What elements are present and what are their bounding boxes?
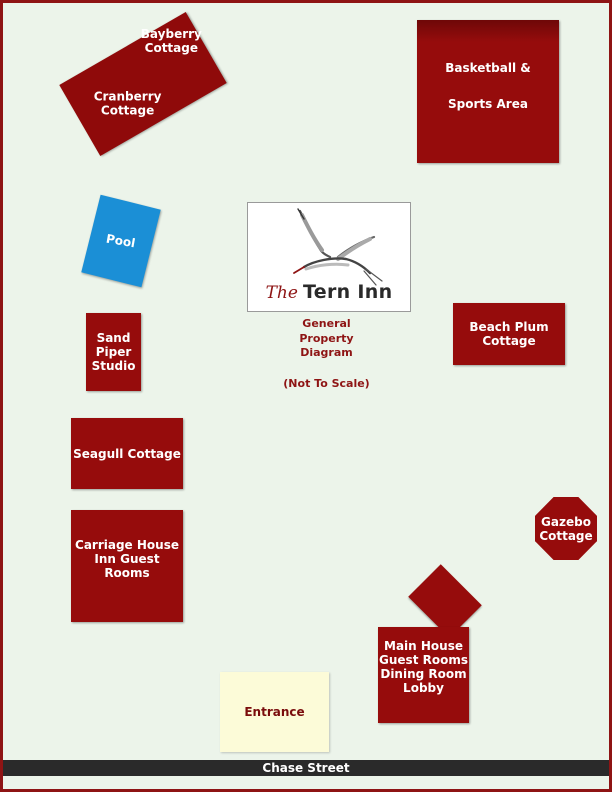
chase-street: Chase Street: [3, 760, 609, 776]
tern-bird-icon: [293, 208, 383, 286]
sand-piper-studio-label: Sand Piper Studio: [91, 331, 136, 373]
main-house: Main House Guest Rooms Dining Room Lobby: [378, 627, 469, 723]
logo-wordmark: The Tern Inn: [248, 281, 410, 303]
seagull-cottage: Seagull Cottage: [71, 418, 183, 489]
beach-plum-cottage-label: Beach Plum Cottage: [469, 320, 549, 348]
basketball-sports-area: Basketball & Sports Area: [417, 20, 559, 163]
carriage-house-label: Carriage House Inn Guest Rooms: [75, 538, 179, 580]
entrance-label: Entrance: [244, 705, 305, 719]
beach-plum-cottage: Beach Plum Cottage: [453, 303, 565, 365]
map-caption-note: (Not To Scale): [283, 376, 370, 390]
carriage-house: Carriage House Inn Guest Rooms: [71, 510, 183, 622]
basketball-sports-area-label: Basketball & Sports Area: [445, 61, 531, 111]
street-label: Chase Street: [262, 761, 350, 775]
gazebo-cottage: Gazebo Cottage: [535, 497, 597, 560]
sand-piper-studio: Sand Piper Studio: [86, 313, 141, 391]
gazebo-cottage-label: Gazebo Cottage: [539, 514, 593, 543]
bayberry-cottage-label: Bayberry Cottage: [140, 27, 202, 56]
cranberry-cottage-label: Cranberry Cottage: [93, 89, 162, 118]
map-caption-title: General Property Diagram: [299, 317, 354, 359]
main-house-label: Main House Guest Rooms Dining Room Lobby: [379, 639, 468, 695]
seagull-cottage-label: Seagull Cottage: [73, 446, 181, 461]
map-caption: General Property Diagram (Not To Scale): [254, 317, 399, 391]
entrance: Entrance: [220, 672, 329, 752]
logo-the-text: The: [265, 283, 298, 303]
pool-label: Pool: [105, 231, 137, 251]
logo-name-text: Tern Inn: [303, 281, 393, 303]
tern-inn-logo: The Tern Inn: [247, 202, 411, 312]
